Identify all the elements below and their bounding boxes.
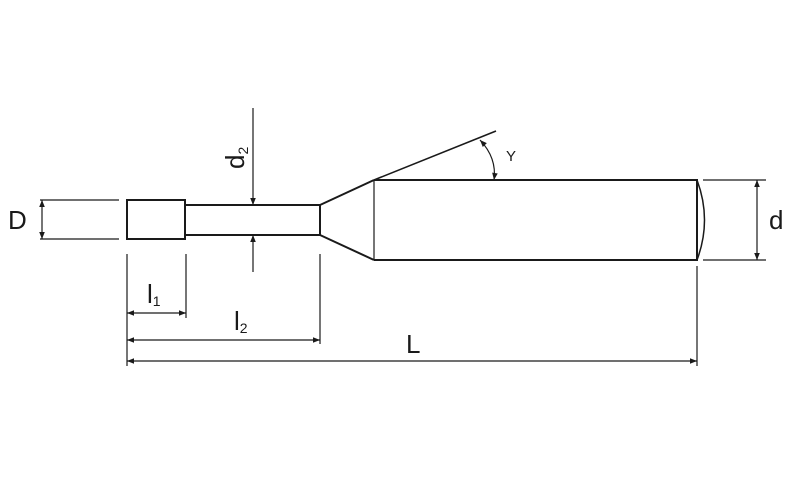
shank-chamfer <box>696 179 706 261</box>
label-d2: d2 <box>220 147 251 169</box>
shank <box>374 179 698 261</box>
label-l1-sub: 1 <box>153 293 161 309</box>
cutting-head <box>126 199 186 240</box>
label-D: D <box>8 205 27 235</box>
neck <box>185 204 321 236</box>
dimension-L: L <box>127 329 697 364</box>
label-L: L <box>406 329 420 359</box>
dimension-gamma: Y <box>373 130 516 181</box>
label-d2-sub: 2 <box>235 147 251 155</box>
dimension-d2: d2 <box>220 108 256 272</box>
label-l2: l2 <box>234 306 248 336</box>
label-d2-main: d <box>220 155 250 169</box>
length-extension-lines <box>126 254 698 366</box>
taper <box>319 179 375 261</box>
label-d: d <box>769 205 783 235</box>
dimension-l1: l1 <box>127 279 186 316</box>
label-gamma: Y <box>506 148 516 165</box>
tool-outline <box>126 179 706 261</box>
dimension-l2: l2 <box>127 306 320 343</box>
label-l1: l1 <box>147 279 161 309</box>
dimension-d: d <box>703 179 783 261</box>
dimension-D: D <box>8 199 119 240</box>
label-l2-main: l <box>234 306 240 336</box>
label-l2-sub: 2 <box>240 320 248 336</box>
label-l1-main: l <box>147 279 153 309</box>
